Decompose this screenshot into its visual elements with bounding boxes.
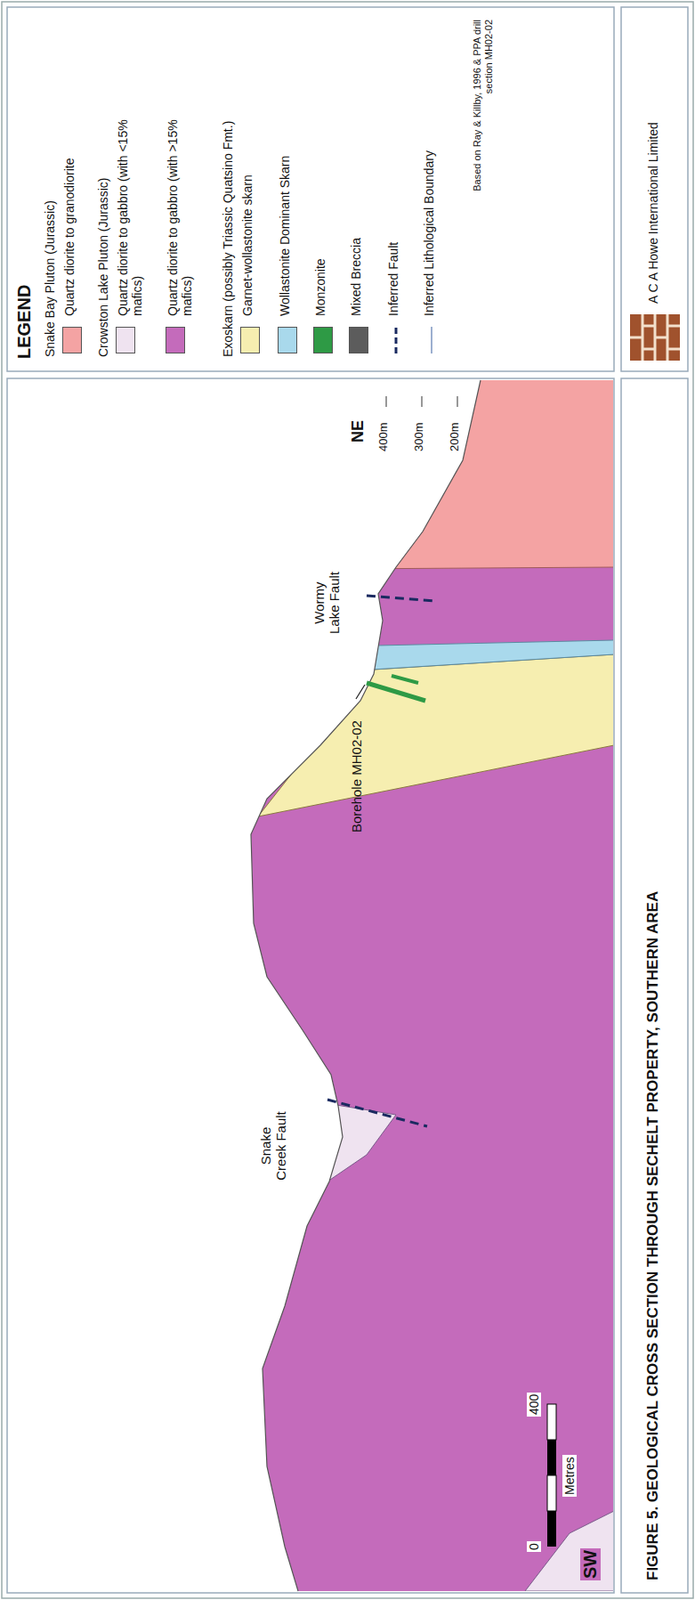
legend-line-sample: [386, 324, 406, 356]
fault-label: Snake Creek Fault: [258, 1109, 290, 1181]
legend-text: Quartz diorite to gabbro (with <15% mafi…: [115, 111, 145, 316]
legend-text: Quartz diorite to gabbro (with >15% mafi…: [165, 111, 194, 316]
legend-group: Crowston Lake Pluton (Jurassic): [96, 177, 111, 357]
scale-label: Metres: [562, 1454, 577, 1496]
source-note: Based on Ray & Killby, 1996 & PPA drill …: [471, 19, 494, 211]
legend-heading: LEGEND: [14, 284, 35, 359]
legend-line-sample: [421, 324, 442, 356]
legend-swatch: [277, 326, 298, 354]
scale-label: 400: [526, 1391, 542, 1416]
legend-text: Wollastonite Dominant Skarn: [277, 111, 292, 316]
direction-label: SW: [580, 1547, 601, 1580]
elevation-label: 300m: [412, 421, 427, 452]
elevation-label: 400m: [377, 421, 391, 452]
legend-text: Inferred Fault: [386, 111, 401, 316]
borehole-label: Borehole MH02-02: [348, 719, 364, 833]
fault-label: Wormy Lake Fault: [311, 566, 343, 639]
legend-swatch: [62, 326, 82, 354]
company-name: A C A Howe International Limited: [646, 121, 661, 304]
legend-text: Mixed Breccia: [348, 111, 364, 316]
legend-group: Exoskarn (possibly Triassic Quatsino Fmt…: [220, 121, 235, 357]
legend-group: Snake Bay Pluton (Jurassic): [42, 200, 57, 357]
direction-label: NE: [348, 420, 368, 443]
legend-swatch: [240, 326, 260, 354]
scale-label: 0: [526, 1540, 542, 1552]
legend-swatch: [115, 326, 136, 354]
legend-text: Inferred Lithological Boundary: [421, 111, 437, 316]
legend-text: Monzonite: [313, 111, 328, 316]
legend-swatch: [165, 326, 186, 354]
legend-text: Quartz diorite to granodiorite: [62, 111, 77, 316]
legend-text: Garnet-wollastonite skarn: [240, 111, 255, 316]
figure-caption: FIGURE 5. GEOLOGICAL CROSS SECTION THROU…: [644, 890, 663, 1580]
legend-swatch: [313, 326, 333, 354]
legend-swatch: [348, 326, 369, 354]
elevation-label: 200m: [448, 421, 462, 452]
